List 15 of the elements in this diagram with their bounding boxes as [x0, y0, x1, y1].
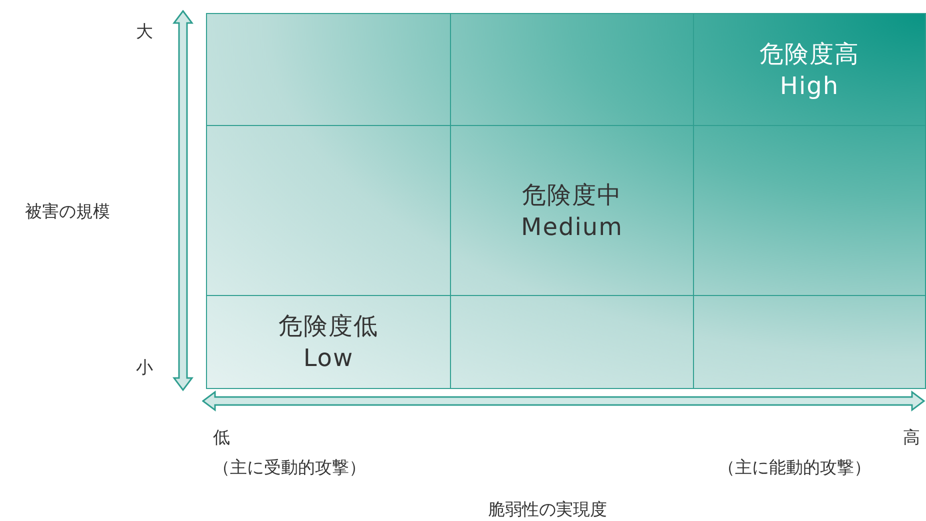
- risk-cell: [206, 295, 451, 389]
- axis-title: 脆弱性の実現度: [488, 499, 607, 521]
- axis-label: 高: [903, 427, 920, 449]
- risk-level-label: 危険度中 Medium: [520, 180, 624, 242]
- matrix-cell: [206, 13, 451, 126]
- axis-label: 低: [213, 427, 230, 449]
- risk-level-label: 危険度高 High: [758, 38, 860, 102]
- axis-label: 大: [136, 21, 153, 43]
- axis-title: 被害の規模: [25, 201, 110, 223]
- risk-level-label: 危険度低 Low: [278, 311, 380, 374]
- axis-note: （主に能動的攻撃）: [718, 457, 871, 479]
- risk-cell: [693, 13, 926, 126]
- axis-note: （主に受動的攻撃）: [213, 457, 366, 479]
- matrix-cell: [693, 295, 926, 389]
- axis-label: 小: [136, 357, 153, 379]
